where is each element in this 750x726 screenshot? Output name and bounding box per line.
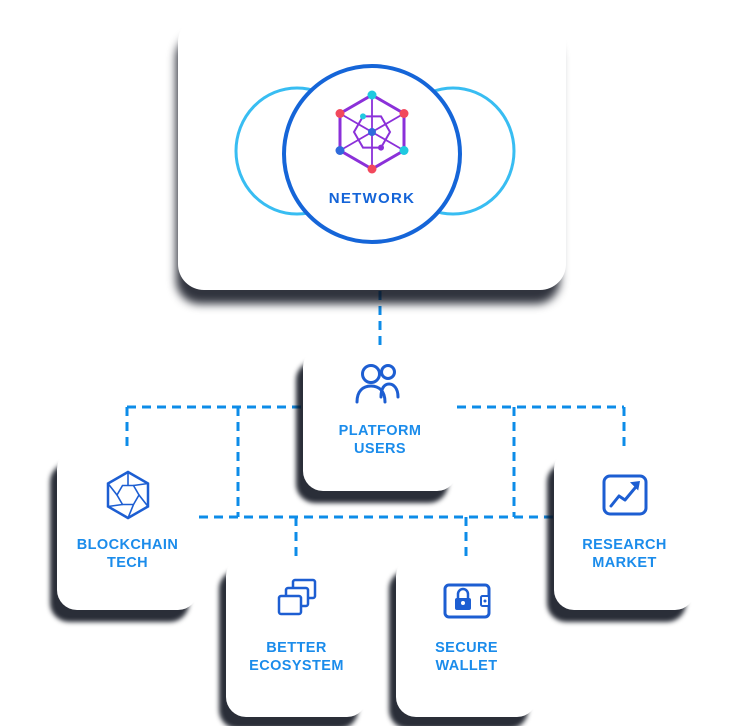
growth-chart-icon <box>599 469 651 526</box>
node-platform-users: PLATFORM USERS <box>303 347 457 491</box>
layered-squares-icon <box>273 576 321 629</box>
node-label-secure-wallet: SECURE WALLET <box>435 640 498 674</box>
node-label-platform-users: PLATFORM USERS <box>338 423 422 457</box>
wallet-lock-icon <box>441 576 493 629</box>
network-card: NETWORK <box>178 16 566 290</box>
node-blockchain-tech: BLOCKCHAIN TECH <box>57 449 198 610</box>
node-secure-wallet: SECURE WALLET <box>396 556 537 717</box>
network-label: NETWORK <box>328 190 416 207</box>
users-icon <box>354 361 406 412</box>
node-research-market: RESEARCH MARKET <box>554 449 695 610</box>
node-better-ecosystem: BETTER ECOSYSTEM <box>226 556 367 717</box>
hexagon-network-icon <box>335 90 409 174</box>
node-label-research-market: RESEARCH MARKET <box>582 537 667 571</box>
blockchain-hexagon-icon <box>102 469 154 526</box>
node-label-better-ecosystem: BETTER ECOSYSTEM <box>249 640 344 674</box>
node-label-blockchain-tech: BLOCKCHAIN TECH <box>76 537 179 571</box>
